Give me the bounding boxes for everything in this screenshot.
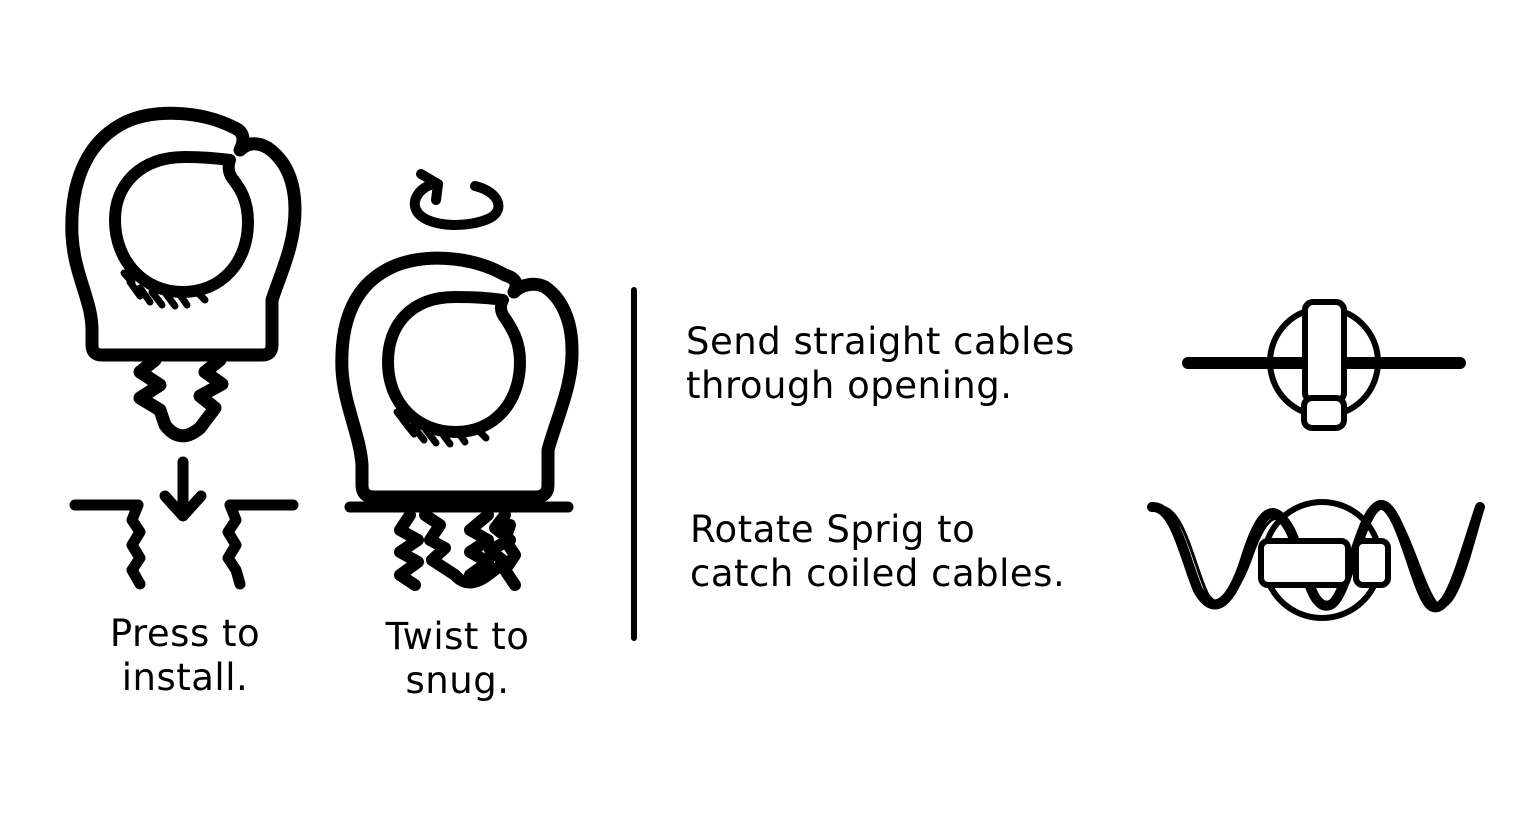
twist-to-snug-label: Twist to snug. — [350, 615, 565, 703]
twist-label-line-1: Twist to — [385, 615, 530, 658]
straight-cables-label: Send straight cables through opening. — [686, 320, 1075, 408]
straight-cable-through-sprig-icon — [1182, 299, 1466, 431]
sprig-press-install-icon — [65, 106, 302, 590]
rotate-arrow-icon — [409, 180, 504, 230]
coiled-label-line-2: catch coiled cables. — [690, 552, 1066, 595]
press-to-install-label: Press to install. — [80, 612, 290, 700]
twist-label-line-2: snug. — [405, 659, 510, 702]
straight-label-line-2: through opening. — [686, 364, 1013, 407]
press-label-line-2: install. — [121, 656, 249, 699]
straight-label-line-1: Send straight cables — [686, 320, 1075, 363]
press-label-line-1: Press to — [109, 612, 261, 655]
sprig-twist-snug-icon — [335, 169, 579, 591]
coiled-label-line-1: Rotate Sprig to — [690, 508, 976, 551]
coiled-cable-sprig-icon — [1147, 499, 1485, 621]
coiled-cables-label: Rotate Sprig to catch coiled cables. — [690, 508, 1065, 596]
